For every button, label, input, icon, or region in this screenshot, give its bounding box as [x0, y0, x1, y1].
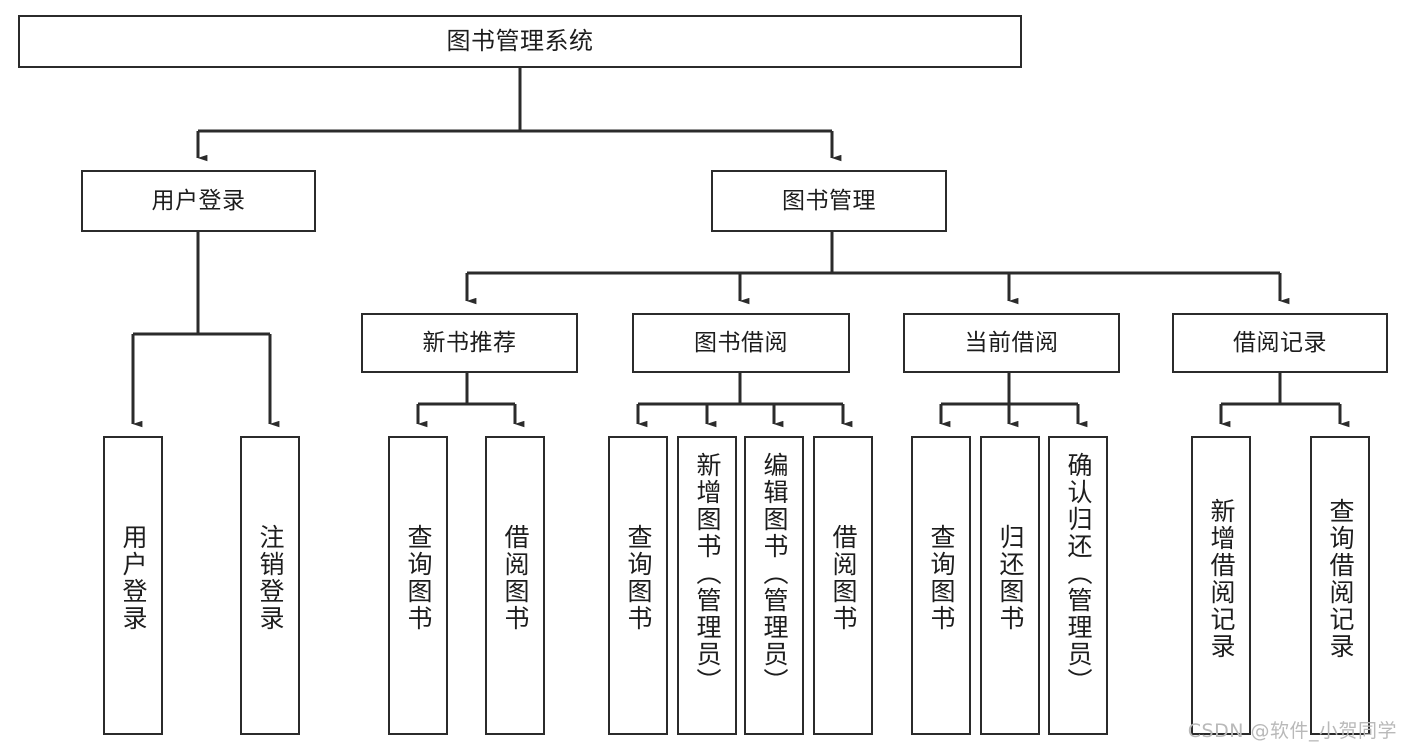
leaf-edit-book[interactable]: 编辑图书（管理员）	[744, 436, 804, 735]
leaf-add-record-label: 新增借阅记录	[1207, 498, 1236, 660]
leaf-borrow-book-b-label: 借阅图书	[829, 524, 858, 632]
node-root[interactable]: 图书管理系统	[18, 15, 1022, 68]
node-new-book-rec-label: 新书推荐	[422, 329, 517, 356]
leaf-return-book-label: 归还图书	[996, 524, 1025, 632]
leaf-query-book-a-label: 查询图书	[404, 524, 433, 632]
leaf-return-book[interactable]: 归还图书	[980, 436, 1040, 735]
node-book-borrow[interactable]: 图书借阅	[632, 313, 850, 373]
node-user-login-label: 用户登录	[151, 187, 246, 214]
node-current-borrow-label: 当前借阅	[964, 329, 1059, 356]
leaf-confirm-return[interactable]: 确认归还（管理员）	[1048, 436, 1108, 735]
node-book-manage-label: 图书管理	[782, 187, 876, 214]
node-new-book-rec[interactable]: 新书推荐	[361, 313, 578, 373]
leaf-query-book-b-label: 查询图书	[624, 524, 653, 632]
node-book-borrow-label: 图书借阅	[694, 329, 788, 356]
leaf-user-logout-label: 注销登录	[256, 524, 285, 632]
leaf-add-record[interactable]: 新增借阅记录	[1191, 436, 1251, 735]
leaf-borrow-book-a-label: 借阅图书	[501, 524, 530, 632]
leaf-query-book-c-label: 查询图书	[927, 524, 956, 632]
leaf-add-book-label: 新增图书（管理员）	[693, 452, 722, 695]
node-book-manage[interactable]: 图书管理	[711, 170, 947, 232]
leaf-confirm-return-label: 确认归还（管理员）	[1064, 452, 1093, 695]
node-borrow-record[interactable]: 借阅记录	[1172, 313, 1388, 373]
leaf-borrow-book-b[interactable]: 借阅图书	[813, 436, 873, 735]
node-root-label: 图书管理系统	[446, 26, 594, 55]
leaf-user-logout[interactable]: 注销登录	[240, 436, 300, 735]
node-borrow-record-label: 借阅记录	[1233, 329, 1327, 356]
leaf-query-book-a[interactable]: 查询图书	[388, 436, 448, 735]
leaf-query-record[interactable]: 查询借阅记录	[1310, 436, 1370, 735]
csdn-watermark: CSDN @软件_小贺同学	[1187, 720, 1397, 742]
node-user-login[interactable]: 用户登录	[81, 170, 316, 232]
leaf-query-book-b[interactable]: 查询图书	[608, 436, 668, 735]
node-current-borrow[interactable]: 当前借阅	[903, 313, 1120, 373]
leaf-query-book-c[interactable]: 查询图书	[911, 436, 971, 735]
leaf-borrow-book-a[interactable]: 借阅图书	[485, 436, 545, 735]
leaf-user-login-label: 用户登录	[119, 524, 148, 632]
leaf-edit-book-label: 编辑图书（管理员）	[760, 452, 789, 695]
leaf-query-record-label: 查询借阅记录	[1326, 498, 1355, 660]
leaf-add-book[interactable]: 新增图书（管理员）	[677, 436, 737, 735]
leaf-user-login[interactable]: 用户登录	[103, 436, 163, 735]
